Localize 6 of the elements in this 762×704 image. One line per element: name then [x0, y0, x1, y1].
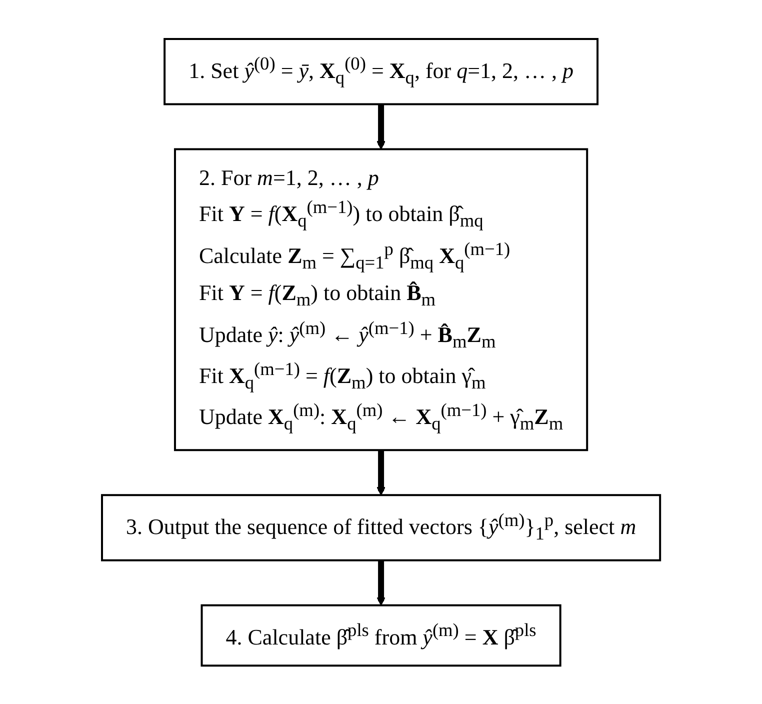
arrow [376, 450, 386, 496]
arrow [376, 560, 386, 606]
node-box: 4. Calculate β̂$^{pls}$ from ŷ$^{(m)}$ = X β̂$^{pls}$ [200, 604, 562, 666]
node-box: 1. Set ŷ$^{(0)}$ = ȳ, X$_{q}$$^{(0)}$ = X$_{q}$, for q=1, 2, … , p [164, 38, 598, 105]
arrow [376, 104, 386, 150]
node-box: 3. Output the sequence of fitted vectors {ŷ$^{(m)}$}$_{1}$$^{p}$, select m [100, 494, 662, 561]
